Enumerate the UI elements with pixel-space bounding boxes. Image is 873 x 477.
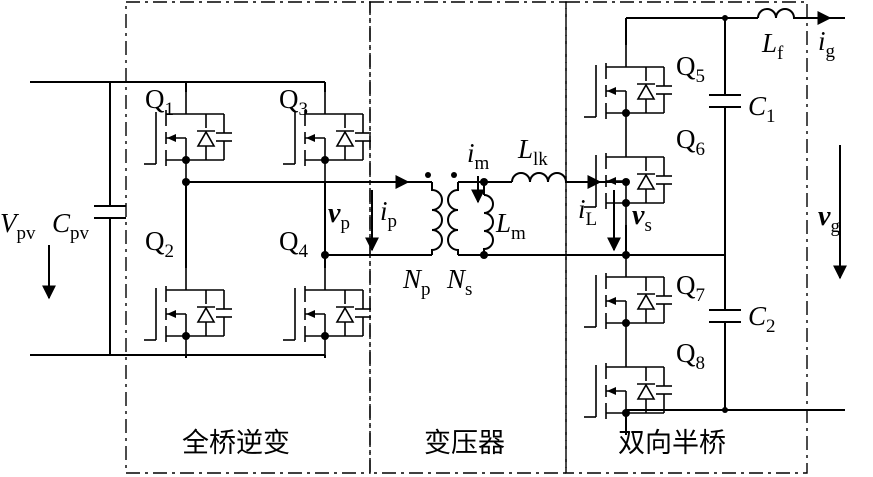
- label-vp: vp: [328, 198, 350, 234]
- label-cpv: Cpv: [52, 208, 90, 244]
- label-np: Np: [402, 264, 431, 300]
- section-half-bridge: 双向半桥: [618, 428, 726, 459]
- label-q4: Q4: [279, 226, 309, 262]
- label-vs: vs: [632, 200, 652, 236]
- label-q7: Q7: [676, 270, 705, 306]
- label-q3: Q3: [279, 84, 308, 120]
- label-q1: Q1: [145, 84, 174, 120]
- label-lf: Lf: [761, 28, 784, 64]
- section-inverter: 全桥逆变: [182, 428, 290, 459]
- label-q2: Q2: [145, 226, 174, 262]
- label-vpv: Vpv: [0, 208, 36, 244]
- section-transformer: 变压器: [424, 428, 505, 459]
- label-ig: ig: [818, 26, 836, 62]
- label-im: im: [467, 138, 490, 174]
- label-ip: ip: [380, 196, 397, 232]
- label-lm: Lm: [495, 208, 526, 244]
- box-half-bridge: [565, 1, 808, 474]
- label-c2: C2: [748, 301, 776, 337]
- label-q6: Q6: [676, 124, 705, 160]
- label-c1: C1: [748, 91, 776, 127]
- label-q8: Q8: [676, 338, 705, 374]
- label-llk: Llk: [517, 134, 548, 170]
- label-ns: Ns: [446, 264, 472, 300]
- label-vg: vg: [818, 201, 840, 237]
- box-transformer: [369, 1, 567, 474]
- label-q5: Q5: [676, 51, 705, 87]
- label-il: iL: [578, 194, 597, 230]
